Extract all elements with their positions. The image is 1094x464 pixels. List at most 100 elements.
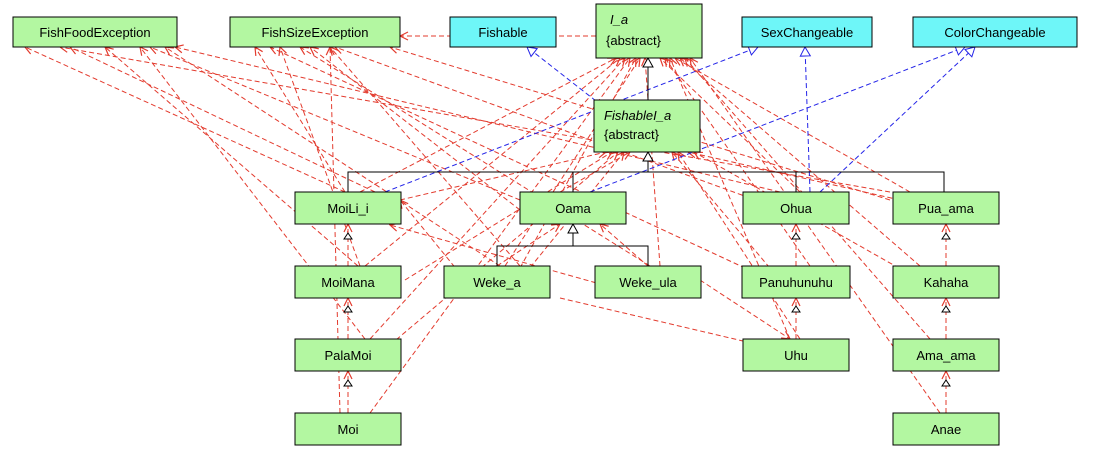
- dependency-edge: [364, 58, 620, 267]
- class-moili-i[interactable]: MoiLi_i: [294, 191, 402, 225]
- class-panuhunuhu[interactable]: Panuhunuhu: [741, 265, 851, 299]
- dependency-edge: [400, 200, 481, 299]
- realization-edge: [384, 44, 759, 193]
- dependency-edge: [496, 224, 560, 267]
- class-label: FishSizeException: [262, 25, 369, 40]
- interface-label: Fishable: [478, 25, 527, 40]
- class-fishfoodexception[interactable]: FishFoodException: [12, 16, 178, 48]
- class-label: MoiMana: [321, 275, 375, 290]
- inheritance-arrowhead: [343, 232, 353, 240]
- inheritance-edges: [343, 56, 951, 387]
- class-label: MoiLi_i: [327, 201, 368, 216]
- abstract-label: I_a: [610, 12, 628, 27]
- dependency-edge: [335, 47, 751, 199]
- abstract-stereotype: {abstract}: [604, 127, 660, 142]
- class-ohua[interactable]: Ohua: [742, 191, 850, 225]
- class-kahaha[interactable]: Kahaha: [892, 265, 1000, 299]
- dependency-edge: [559, 297, 760, 345]
- interface-sexchangeable[interactable]: SexChangeable: [741, 16, 873, 48]
- realization-edge: [799, 45, 812, 193]
- class-weke-ula[interactable]: Weke_ula: [594, 265, 702, 299]
- inheritance-arrowhead: [343, 379, 353, 387]
- dependency-edge: [389, 152, 618, 346]
- interface-label: SexChangeable: [761, 25, 854, 40]
- dependency-edge: [519, 58, 636, 269]
- dependency-edge: [399, 152, 606, 201]
- class-fishsizeexception[interactable]: FishSizeException: [229, 16, 401, 48]
- dependency-edge: [390, 47, 891, 201]
- dependency-edge: [665, 58, 811, 267]
- dependency-edge: [150, 47, 521, 201]
- inheritance-arrowhead: [941, 305, 951, 313]
- realization-edges: [384, 44, 976, 193]
- class-label: Moi: [338, 422, 359, 437]
- inheritance-arrowhead: [791, 305, 801, 313]
- inheritance-arrowhead: [343, 305, 353, 313]
- dependency-edge: [504, 58, 640, 267]
- class-label: Weke_a: [473, 275, 521, 290]
- class-anae[interactable]: Anae: [892, 412, 1000, 446]
- interface-label: ColorChangeable: [944, 25, 1045, 40]
- class-label: Pua_ama: [918, 201, 974, 216]
- dependency-edge: [255, 47, 346, 193]
- dependency-edge: [645, 58, 661, 267]
- class-nodes: FishFoodException FishSizeException Fish…: [12, 3, 1078, 446]
- dependency-edge: [25, 47, 346, 193]
- realization-edge: [589, 44, 966, 193]
- abstract-stereotype: {abstract}: [606, 33, 662, 48]
- abstract-i-a[interactable]: I_a {abstract}: [595, 3, 703, 59]
- class-ama-ama[interactable]: Ama_ama: [892, 338, 1000, 372]
- dependency-edge: [70, 47, 376, 193]
- interface-fishable[interactable]: Fishable: [449, 16, 557, 48]
- class-label: Kahaha: [924, 275, 970, 290]
- dependency-edge: [699, 279, 790, 339]
- dependency-edge: [359, 58, 616, 193]
- inheritance-arrowhead: [941, 232, 951, 240]
- dependency-edge: [60, 47, 891, 193]
- dependency-edge: [330, 47, 341, 414]
- class-weke-a[interactable]: Weke_a: [443, 265, 551, 299]
- class-moi[interactable]: Moi: [294, 412, 402, 446]
- inheritance-edge: [347, 171, 945, 192]
- inheritance-arrowhead: [791, 232, 801, 240]
- realization-edge: [526, 46, 597, 102]
- dependency-edge: [330, 47, 521, 267]
- dependency-edge: [140, 47, 366, 340]
- dependency-edge: [672, 152, 781, 281]
- class-label: Panuhunuhu: [759, 275, 833, 290]
- class-palamoi[interactable]: PalaMoi: [294, 338, 402, 372]
- dependency-edge: [688, 152, 901, 201]
- class-label: PalaMoi: [325, 348, 372, 363]
- dependency-edge: [310, 47, 521, 211]
- dependency-edge: [675, 58, 911, 193]
- dependency-edge: [404, 152, 612, 281]
- class-label: Ohua: [780, 201, 813, 216]
- abstract-label: FishableI_a: [604, 108, 671, 123]
- dependency-edge: [678, 152, 801, 340]
- inheritance-edge: [496, 245, 649, 266]
- dependency-edge: [369, 58, 630, 414]
- dependency-edge: [300, 47, 651, 267]
- class-label: Anae: [931, 422, 961, 437]
- class-moimana[interactable]: MoiMana: [294, 265, 402, 299]
- inheritance-arrowhead: [941, 379, 951, 387]
- abstract-fishablei-a[interactable]: FishableI_a {abstract}: [593, 99, 701, 153]
- class-label: Uhu: [784, 348, 808, 363]
- class-label: Weke_ula: [619, 275, 677, 290]
- interface-colorchangeable[interactable]: ColorChangeable: [912, 16, 1078, 48]
- dependency-edge: [660, 58, 801, 193]
- class-pua-ama[interactable]: Pua_ama: [892, 191, 1000, 225]
- class-oama[interactable]: Oama: [519, 191, 627, 225]
- class-label: Oama: [555, 201, 591, 216]
- class-label: FishFoodException: [39, 25, 150, 40]
- dependency-edge: [369, 58, 625, 340]
- class-uhu[interactable]: Uhu: [742, 338, 850, 372]
- dependency-edge: [680, 58, 921, 267]
- dependency-edge: [390, 225, 651, 299]
- dependency-edge: [270, 47, 761, 276]
- dependency-edge: [600, 224, 649, 267]
- class-label: Ama_ama: [916, 348, 976, 363]
- realization-edge: [819, 46, 976, 193]
- dependency-edge: [280, 47, 361, 267]
